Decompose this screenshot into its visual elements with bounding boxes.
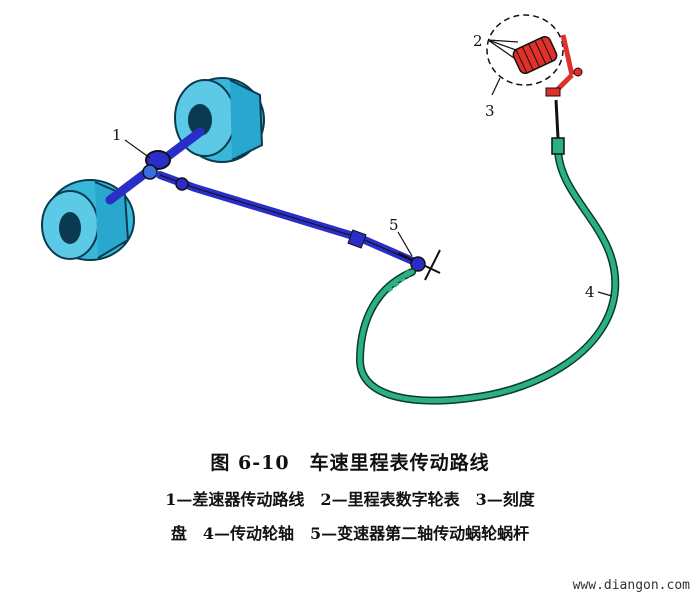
label-1: 1	[112, 126, 122, 144]
figure-title: 图 6-10 车速里程表传动路线	[210, 452, 490, 474]
label-4: 4	[585, 283, 595, 301]
watermark: www.diangon.com	[572, 578, 690, 593]
legend-line-1: 1—差速器传动路线 2—里程表数字轮表 3—刻度	[165, 490, 535, 509]
speedometer-drive-diagram: 1 2 3 4 5	[41, 14, 620, 405]
odometer-assembly	[486, 14, 583, 97]
label-2: 2	[473, 32, 483, 50]
flexible-cable	[355, 146, 620, 405]
worm-gear	[397, 249, 441, 281]
cable-fitting	[551, 99, 565, 155]
differential	[142, 150, 171, 180]
leader-lines	[124, 39, 613, 297]
rear-wheel-upper	[174, 77, 265, 163]
legend-line-2: 盘 4—传动轮轴 5—变速器第二轴传动蜗轮蜗杆	[170, 524, 530, 543]
label-3: 3	[485, 102, 495, 120]
label-5: 5	[389, 216, 399, 234]
drive-shaft	[156, 171, 419, 266]
